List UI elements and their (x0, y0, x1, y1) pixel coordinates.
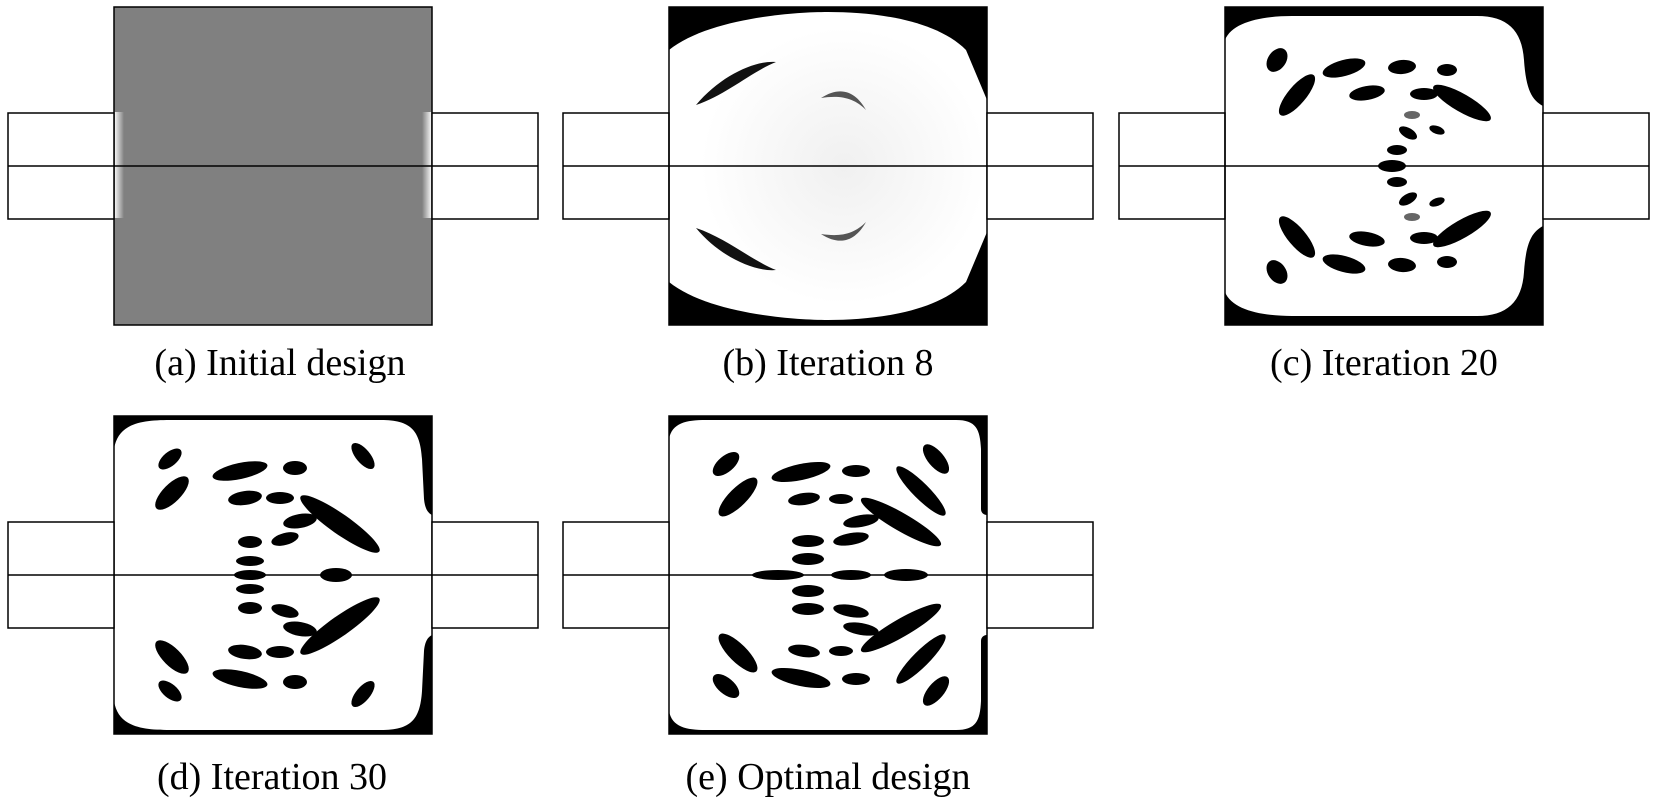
right-edge-blend (422, 112, 432, 218)
design-domain-d (7, 415, 539, 735)
void-holes (1266, 48, 1491, 284)
panel-d: (d) Iteration 30 (0, 409, 540, 805)
void-feature (821, 222, 866, 241)
void-holes (155, 442, 380, 708)
caption-e: (e) Optimal design (685, 756, 971, 798)
design-domain-c (1118, 6, 1650, 326)
panel-e: (e) Optimal design (556, 409, 1096, 805)
caption-d: (d) Iteration 30 (156, 756, 388, 798)
design-domain-a (7, 6, 539, 326)
design-domain-b (562, 6, 1094, 326)
void-holes (712, 444, 950, 706)
left-edge-blend (114, 112, 124, 218)
caption-a: (a) Initial design (154, 342, 406, 384)
panel-b: (b) Iteration 8 (556, 0, 1096, 390)
caption-b: (b) Iteration 8 (722, 342, 934, 384)
caption-c: (c) Iteration 20 (1270, 342, 1498, 384)
panel-c: (c) Iteration 20 (1112, 0, 1652, 390)
void-feature (696, 61, 776, 105)
panel-a: (a) Initial design (0, 0, 540, 390)
void-feature (696, 228, 776, 271)
void-feature (821, 91, 866, 110)
design-domain-e (562, 415, 1094, 735)
